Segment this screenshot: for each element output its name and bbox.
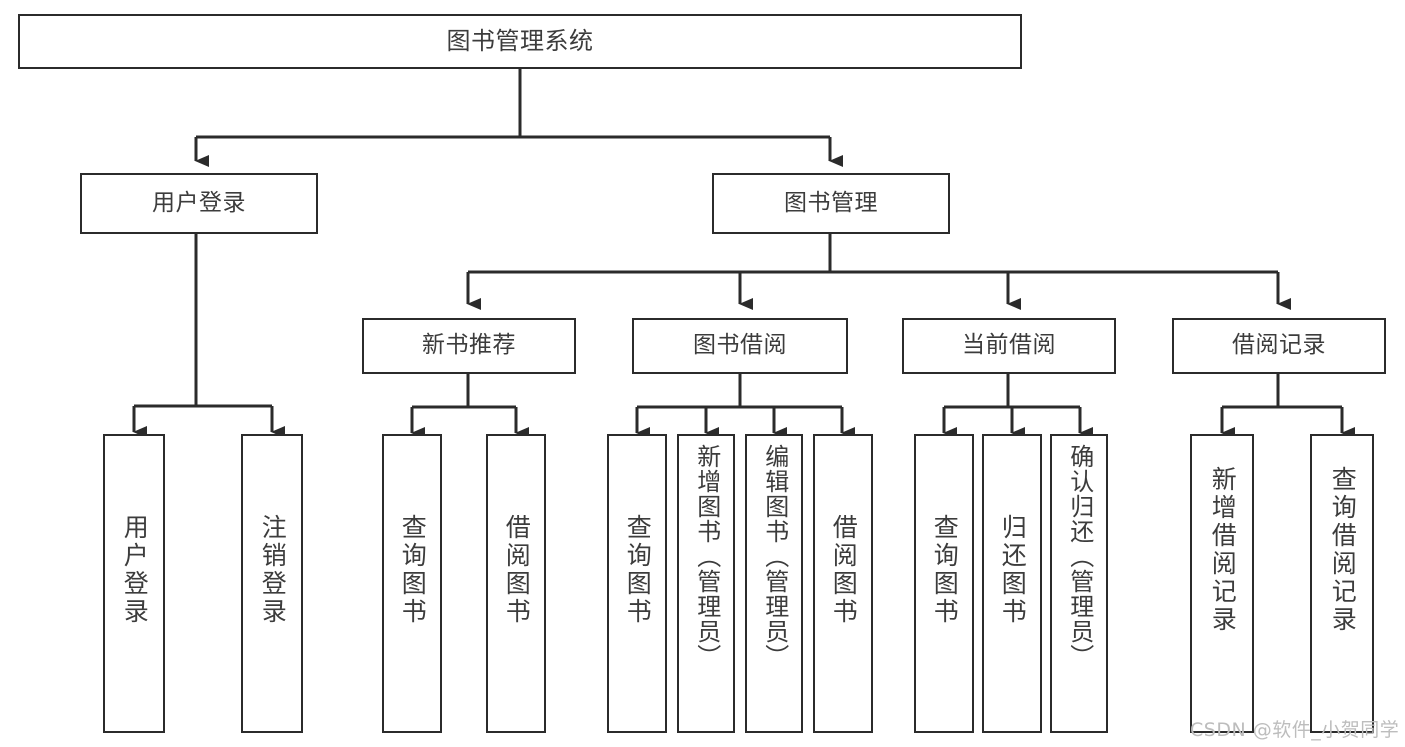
node-label: 新书推荐 bbox=[422, 332, 516, 359]
leaf-recommend-borrow-book[interactable]: 借阅图书 bbox=[486, 434, 546, 733]
node-label: 用户登录 bbox=[120, 514, 150, 626]
watermark-text: CSDN @软件_小贺同学 bbox=[1190, 719, 1400, 741]
node-label: 图书管理 bbox=[784, 189, 878, 216]
node-label: 查询图书 bbox=[930, 514, 960, 626]
leaf-borrow-query-book[interactable]: 查询图书 bbox=[607, 434, 667, 733]
node-label: 查询图书 bbox=[623, 514, 653, 626]
leaf-record-query-record[interactable]: 查询借阅记录 bbox=[1310, 434, 1374, 733]
node-label: 借阅记录 bbox=[1232, 332, 1326, 359]
leaf-borrow-borrow-book[interactable]: 借阅图书 bbox=[813, 434, 873, 733]
leaf-current-query-book[interactable]: 查询图书 bbox=[914, 434, 974, 733]
node-label: 图书管理系统 bbox=[446, 27, 594, 56]
node-label: 借阅图书 bbox=[502, 514, 532, 626]
leaf-current-confirm-return-admin[interactable]: 确认归还（管理员） bbox=[1050, 434, 1108, 733]
leaf-borrow-edit-book-admin[interactable]: 编辑图书（管理员） bbox=[745, 434, 803, 733]
node-new-book-recommend[interactable]: 新书推荐 bbox=[362, 318, 576, 374]
node-label: 借阅图书 bbox=[829, 514, 859, 626]
node-label: 查询图书 bbox=[398, 514, 428, 626]
node-current-borrow[interactable]: 当前借阅 bbox=[902, 318, 1116, 374]
leaf-borrow-add-book-admin[interactable]: 新增图书（管理员） bbox=[677, 434, 735, 733]
leaf-record-add-record[interactable]: 新增借阅记录 bbox=[1190, 434, 1254, 733]
node-label: 归还图书 bbox=[998, 514, 1028, 626]
node-root-system[interactable]: 图书管理系统 bbox=[18, 14, 1022, 69]
node-label: 图书借阅 bbox=[693, 332, 787, 359]
node-label: 新增图书（管理员） bbox=[692, 444, 721, 669]
node-label: 查询借阅记录 bbox=[1328, 466, 1358, 634]
node-label: 当前借阅 bbox=[962, 332, 1056, 359]
node-user-login[interactable]: 用户登录 bbox=[80, 173, 318, 234]
node-book-borrow[interactable]: 图书借阅 bbox=[632, 318, 848, 374]
node-label: 确认归还（管理员） bbox=[1065, 444, 1094, 669]
node-label: 用户登录 bbox=[152, 189, 246, 216]
leaf-user-logout[interactable]: 注销登录 bbox=[241, 434, 303, 733]
leaf-recommend-query-book[interactable]: 查询图书 bbox=[382, 434, 442, 733]
node-borrow-record[interactable]: 借阅记录 bbox=[1172, 318, 1386, 374]
node-label: 编辑图书（管理员） bbox=[760, 444, 789, 669]
node-label: 注销登录 bbox=[258, 514, 288, 626]
node-book-management[interactable]: 图书管理 bbox=[712, 173, 950, 234]
leaf-user-login[interactable]: 用户登录 bbox=[103, 434, 165, 733]
node-label: 新增借阅记录 bbox=[1208, 466, 1238, 634]
leaf-current-return-book[interactable]: 归还图书 bbox=[982, 434, 1042, 733]
